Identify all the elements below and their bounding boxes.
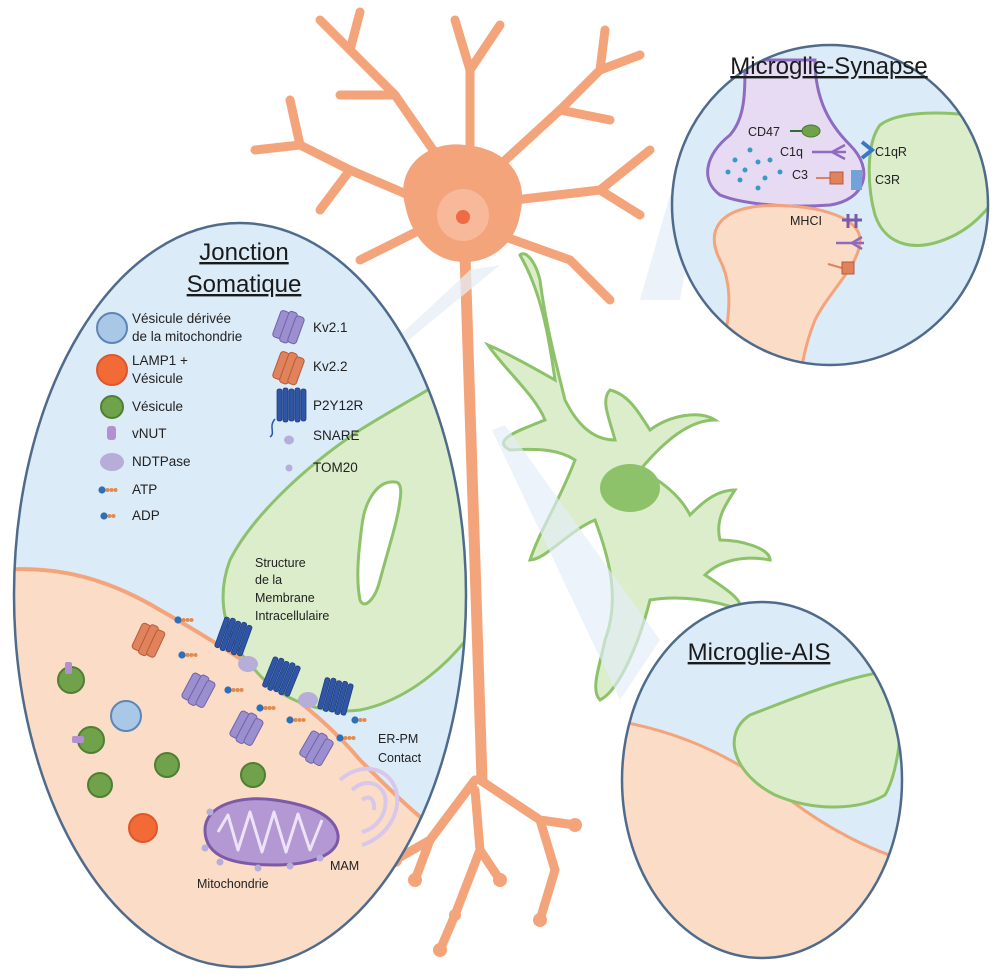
intracellular-membrane-structure	[356, 480, 403, 606]
synapse-panel: Microglie-Synapse CD47 C1q C1qR C3 C3R M…	[670, 43, 990, 367]
structure-label-4: Intracellulaire	[255, 609, 329, 623]
legend-label-mito-vesicle-2: de la mitochondrie	[132, 329, 242, 344]
neuron-cytoplasm-region	[14, 569, 466, 967]
mam-label: MAM	[330, 859, 359, 873]
vnut	[72, 736, 84, 743]
ais-title: Microglie-AIS	[688, 639, 831, 666]
mitochondria-label: Mitochondrie	[197, 877, 269, 891]
c3-bound-stalk	[827, 263, 843, 269]
c1q-label: C1q	[780, 145, 803, 159]
c1qr-label: C1qR	[875, 145, 907, 159]
legend-label-vnut: vNUT	[132, 426, 167, 441]
ndtpase	[298, 692, 318, 708]
p2y12r-receptor-icon	[269, 387, 307, 438]
erpm-label-1: ER-PM	[378, 732, 418, 746]
intracellular-vesicles	[57, 662, 266, 843]
neuron-dendrites	[250, 7, 655, 955]
c3-label: C3	[792, 168, 808, 182]
structure-label-1: Structure	[255, 556, 306, 570]
somatic-title-line2: Somatique	[187, 271, 302, 298]
legend-label-p2y12r: P2Y12R	[313, 398, 364, 413]
vesicle-icon	[100, 395, 124, 419]
legend-label-mito-vesicle-1: Vésicule dérivée	[132, 311, 231, 326]
synaptic-vesicles	[725, 147, 783, 191]
cd47-icon	[801, 124, 821, 138]
ais-microglia-process	[732, 668, 902, 809]
erpm-label-2: Contact	[378, 751, 422, 765]
vnut-icon	[107, 426, 116, 440]
legend-label-vesicle: Vésicule	[132, 399, 183, 414]
vesicle	[87, 772, 113, 798]
lamp1-vesicle-icon	[96, 354, 128, 386]
legend-label-snare: SNARE	[313, 428, 360, 443]
synapse-panel-border	[670, 43, 990, 367]
c3r-icon	[851, 170, 862, 190]
legend-label-kv22: Kv2.2	[313, 359, 348, 374]
ais-axon-region	[622, 720, 902, 958]
somatic-panel-border	[12, 221, 468, 969]
mitochondria-cristae	[216, 810, 324, 854]
neuron-axon	[459, 249, 488, 786]
legend-label-lamp1-1: LAMP1 +	[132, 353, 188, 368]
ais-panel: Microglie-AIS	[620, 600, 904, 960]
mhci-label: MHCI	[790, 214, 822, 228]
ndtpase-icon	[100, 453, 124, 471]
vnut	[65, 662, 72, 674]
legend-label-kv21: Kv2.1	[313, 320, 348, 335]
somatic-junction-panel: Jonction Somatique Vésicule dérivée de l…	[12, 221, 468, 969]
somatic-legend-right: Kv2.1 Kv2.2 P2Y12R SNARE TOM20	[269, 307, 364, 475]
legend-label-adp: ADP	[132, 508, 160, 523]
structure-label-3: Membrane	[255, 591, 315, 605]
ndtpase	[238, 656, 258, 672]
lamp1-vesicle	[128, 813, 158, 843]
mam-er-stack	[338, 766, 400, 847]
neuron-nucleolus	[456, 210, 470, 224]
neuron	[250, 7, 655, 957]
mitochondria	[201, 797, 340, 872]
microglia-nucleus	[600, 464, 660, 512]
synapse-title: Microglie-Synapse	[730, 53, 927, 80]
membrane-components	[129, 615, 367, 769]
ais-panel-border	[620, 600, 904, 960]
tom20-markers	[201, 808, 324, 872]
c1qr-icon	[860, 140, 876, 160]
somatic-title-line1: Jonction	[199, 239, 288, 266]
c3-bound	[841, 261, 855, 275]
c1q-icon	[812, 143, 846, 161]
legend-label-lamp1-2: Vésicule	[132, 371, 183, 386]
zoom-cone-ais	[492, 425, 660, 700]
synapse-microglia-process	[867, 111, 988, 247]
c3r-label: C3R	[875, 173, 900, 187]
mito-derived-vesicle	[110, 700, 142, 732]
legend-label-atp: ATP	[132, 482, 157, 497]
legend-label-ndtpase: NDTPase	[132, 454, 191, 469]
mito-derived-vesicle-icon	[96, 312, 128, 344]
cd47-label: CD47	[748, 125, 780, 139]
mhci-icon	[842, 214, 862, 228]
snare-icon	[284, 435, 294, 445]
c3-icon	[829, 171, 844, 185]
tom20-icon	[285, 464, 293, 472]
somatic-legend: Vésicule dérivée de la mitochondrie LAMP…	[96, 311, 242, 523]
c1q-bound	[836, 235, 864, 251]
vesicle	[240, 762, 266, 788]
vesicle	[154, 752, 180, 778]
structure-label-2: de la	[255, 573, 282, 587]
legend-label-tom20: TOM20	[313, 460, 358, 475]
